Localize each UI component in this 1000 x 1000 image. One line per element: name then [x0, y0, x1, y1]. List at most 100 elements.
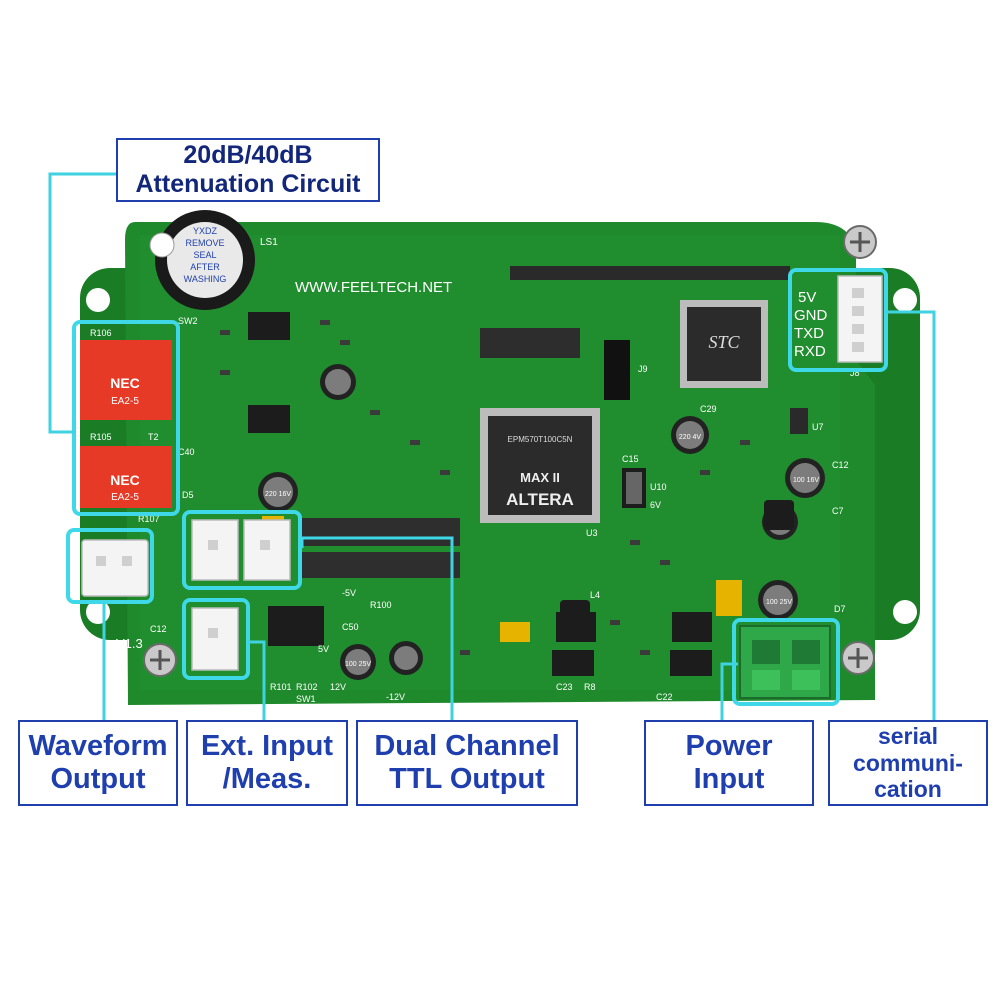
ref-r100: R100: [370, 600, 392, 610]
buzzer-text-3: SEAL: [193, 250, 216, 260]
callout-power-line1: Power: [685, 729, 773, 762]
ref-t2: T2: [148, 432, 159, 442]
callout-attenuation-line2: Attenuation Circuit: [135, 170, 361, 198]
ref-u7: U3: [586, 528, 598, 538]
ref-c23: C23: [556, 682, 573, 692]
leader-attenuation: [48, 172, 116, 434]
callout-ext-input-line1: Ext. Input: [200, 729, 334, 762]
callout-waveform-output: Waveform Output: [18, 720, 178, 806]
voltage-minus-5v: -5V: [342, 588, 356, 598]
ref-c22: C22: [656, 692, 673, 702]
leader-power: [720, 662, 738, 720]
ref-r102: SW1: [296, 694, 316, 704]
leader-ext-input: [248, 640, 266, 720]
callout-attenuation-circuit: 20dB/40dB Attenuation Circuit: [116, 138, 380, 202]
serial-pin-gnd: GND: [794, 307, 828, 324]
serial-pin-txd: TXD: [794, 325, 824, 342]
serial-pin-5v: 5V: [798, 289, 816, 306]
ref-c15: C15: [622, 454, 639, 464]
fpga-part-number: EPM570T100C5N: [508, 435, 573, 444]
mcu-brand: STC: [708, 332, 740, 352]
smd-components: [220, 320, 750, 655]
voltage-5v: 5V: [318, 644, 329, 654]
relay-icon: NEC EA2-5 NEC EA2-5: [80, 340, 172, 508]
ref-c13: C50: [342, 622, 359, 632]
callout-waveform-line2: Output: [50, 763, 146, 795]
ref-r105: R105: [90, 432, 112, 442]
fpga-family: MAX II: [520, 470, 560, 485]
top-pin-header: [510, 266, 790, 280]
cap-label-2: 100 25V: [766, 599, 792, 606]
jst-connector-icon: [81, 275, 883, 671]
ref-c7: C7: [832, 506, 844, 516]
voltage-6v: 6V: [650, 500, 661, 510]
relay-model-1: EA2-5: [111, 396, 139, 407]
callout-ttl-line2: TTL Output: [389, 763, 545, 795]
callout-ttl-output: Dual Channel TTL Output: [356, 720, 578, 806]
highlight-attenuation: [72, 320, 180, 516]
ref-u3: U7: [812, 422, 824, 432]
callout-serial-line1: serial: [877, 723, 939, 750]
connector-pins: [96, 288, 864, 638]
crystal-oscillator-icon: [622, 468, 646, 508]
electrolytic-capacitor-icon: 100 16V 100 25V 220 16V 220 4V 100 25V: [258, 364, 825, 680]
fpga-chip-icon: EPM570T100C5N MAX II ALTERA: [480, 408, 600, 523]
relay-model-2: EA2-5: [111, 492, 139, 503]
callout-serial-line3: cation: [874, 776, 942, 803]
callout-attenuation-line1: 20dB/40dB: [183, 141, 313, 170]
callout-serial-communication: serial communi- cation: [828, 720, 988, 806]
mounting-screw-icon: [86, 225, 917, 677]
ref-c40: C40: [178, 447, 195, 457]
buzzer-text-2: REMOVE: [185, 238, 224, 248]
highlight-ext-input-2: [182, 598, 250, 680]
cap-label-5: 100 25V: [345, 661, 371, 668]
ref-r101: R102: [296, 682, 318, 692]
highlight-serial: [788, 268, 888, 372]
callout-power-line2: Input: [693, 763, 765, 795]
ref-r8: R8: [584, 682, 596, 692]
serial-pin-labels: 5V GND TXD RXD: [794, 289, 828, 360]
callout-waveform-line1: Waveform: [28, 729, 168, 762]
website-silkscreen: WWW.FEELTECH.NET: [295, 279, 452, 296]
highlight-ext-input-1: [182, 510, 302, 590]
ref-d7: D7: [834, 604, 846, 614]
ref-d5: D5: [182, 490, 194, 500]
power-terminal-icon: [739, 625, 831, 699]
inductor-icon: [560, 500, 794, 630]
callout-serial-line2: communi-: [853, 749, 963, 776]
ref-sw1: SW2: [178, 316, 198, 326]
ref-u10: U10: [650, 482, 667, 492]
silkscreen-labels: V1.3 R100 R101 R102 SW1 SW2 C12 C22 C23 …: [116, 316, 673, 704]
ref-j9: J9: [638, 364, 648, 374]
callout-ext-input-line2: /Meas.: [222, 763, 312, 795]
ref-c29: C29: [700, 404, 717, 414]
callout-ext-input: Ext. Input /Meas.: [186, 720, 348, 806]
buzzer-text-1: YXDZ: [193, 226, 218, 236]
highlight-power: [732, 618, 840, 706]
ref-j8: J8: [850, 368, 860, 378]
mcu-chip-icon: STC: [680, 300, 768, 388]
ref-c50: R101: [270, 682, 292, 692]
relay-brand-2: NEC: [110, 472, 140, 488]
ref-sw2: C12: [150, 624, 167, 634]
buzzer-icon: YXDZ REMOVE SEAL AFTER WASHING: [149, 210, 255, 310]
voltage-minus-12v: -12V: [386, 692, 405, 702]
ref-c12: C12: [832, 460, 849, 470]
ref-r107: R107: [138, 514, 160, 524]
highlight-waveform: [66, 528, 154, 604]
voltage-12v: 12V: [330, 682, 346, 692]
buzzer-text-4: AFTER: [190, 262, 220, 272]
highlight-boxes: [66, 268, 888, 706]
buzzer-text-5: WASHING: [184, 274, 227, 284]
cap-label-1: 100 16V: [793, 477, 819, 484]
resistor-array-icon: [300, 328, 630, 578]
cap-label-4: 220 4V: [679, 434, 702, 441]
fpga-brand: ALTERA: [506, 490, 574, 509]
leader-serial: [886, 310, 936, 720]
ref-ls1: LS1: [260, 237, 278, 248]
board-version: V1.3: [116, 636, 143, 651]
callout-ttl-line1: Dual Channel: [374, 729, 560, 762]
leader-lines: [48, 172, 936, 720]
relay-brand-1: NEC: [110, 375, 140, 391]
